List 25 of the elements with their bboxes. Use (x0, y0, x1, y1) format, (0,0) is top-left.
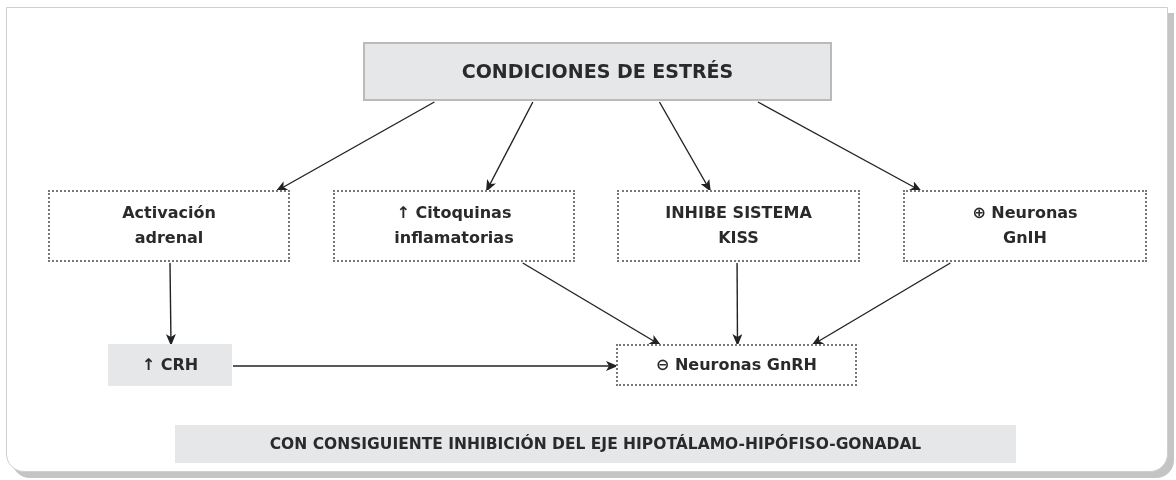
arrow (658, 101, 712, 192)
node-label: INHIBE SISTEMA KISS (664, 202, 813, 249)
node-label: ↑ Citoquinas inflamatorias (393, 202, 515, 249)
node-label: CON CONSIGUIENTE INHIBICIÓN DEL EJE HIPOTÁLAMO-HIPÓFISO-GONADAL (269, 433, 922, 455)
node-label: ⊕ Neuronas GnIH (971, 202, 1079, 249)
arrow (275, 101, 436, 192)
arrow (232, 361, 618, 371)
arrow (811, 262, 952, 346)
process-box (903, 190, 1147, 262)
node-label: ↑ CRH (141, 353, 199, 376)
node-label: Activación adrenal (121, 202, 217, 249)
process-box (333, 190, 575, 262)
node-label: ⊖ Neuronas GnRH (656, 353, 817, 376)
process-box (108, 344, 232, 386)
process-box (616, 344, 857, 386)
process-box (617, 190, 860, 262)
node-label: CONDICIONES DE ESTRÉS (461, 58, 734, 84)
arrow (757, 101, 922, 192)
arrow (522, 262, 662, 346)
arrow (732, 262, 743, 346)
process-box (48, 190, 290, 262)
arrow (165, 262, 176, 346)
conclusion-band (175, 425, 1016, 463)
arrow (485, 101, 534, 192)
title-box (363, 42, 832, 101)
